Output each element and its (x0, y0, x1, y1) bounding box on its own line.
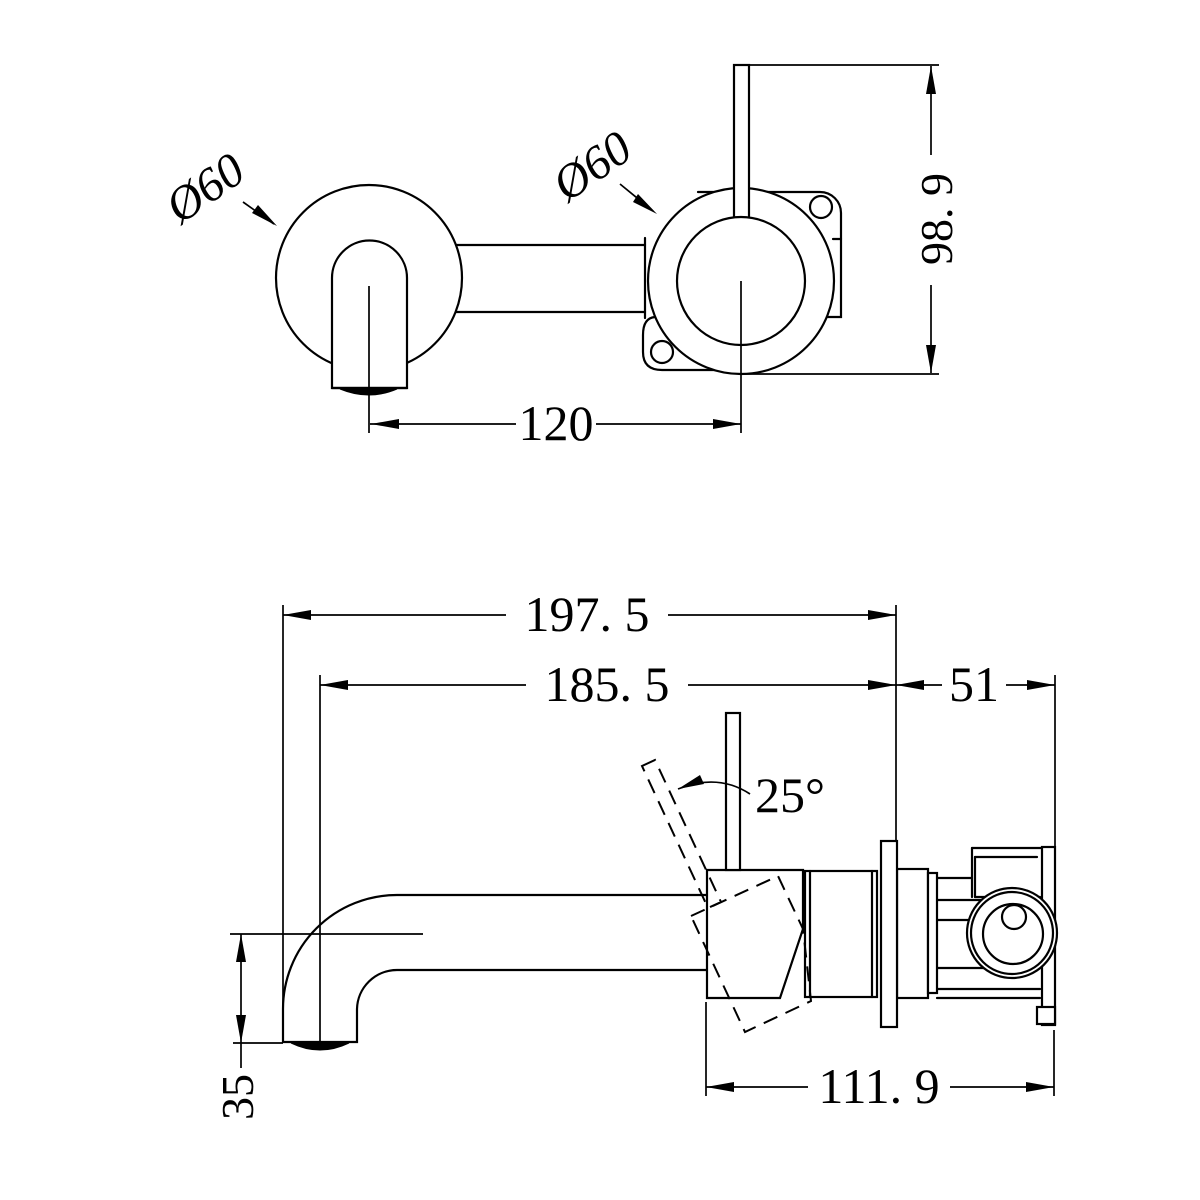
screw-hole-top (808, 194, 834, 220)
dim-center-distance-label: 120 (519, 395, 594, 451)
side-view (281, 711, 1059, 1051)
front-handle-rod (732, 63, 751, 220)
dim-spout-diameter-label: Ø60 (155, 143, 254, 234)
angle-arc-arrowhead (678, 775, 704, 789)
dim-handle-angle-label: 25° (755, 767, 825, 823)
side-body-cylinder (803, 869, 879, 999)
side-rear-body (935, 846, 1044, 1000)
side-handle-rod-dashed (640, 758, 723, 910)
side-valve-port-small (1000, 903, 1028, 931)
dim-body-length-label: 111. 9 (818, 1058, 939, 1114)
dim-mixer-diameter-label: Ø60 (542, 121, 641, 212)
dim-height-label: 98. 9 (911, 173, 962, 265)
side-escutcheon-plate (879, 839, 899, 1029)
side-handle-rod (724, 711, 742, 872)
side-aerator (290, 1042, 350, 1051)
dim-recess-depth-label: 51 (949, 656, 999, 712)
side-handle-block (705, 868, 805, 1000)
dimensions: 120 98. 9 Ø60 Ø60 197. 5 185. 5 (155, 64, 1056, 1120)
mounting-plate-lug (641, 315, 717, 372)
front-view (274, 63, 843, 396)
side-spout-outline (281, 893, 709, 1044)
dim-projection-outlet-label: 185. 5 (545, 656, 670, 712)
side-wall-plate-foot (1035, 1005, 1057, 1026)
screw-hole-bottom (649, 339, 675, 365)
side-rear-cylinder (895, 867, 930, 1000)
dim-outlet-drop-label: 35 (212, 1074, 263, 1120)
side-handle-block-dashed (689, 874, 813, 1034)
dim-total-projection-label: 197. 5 (525, 586, 650, 642)
